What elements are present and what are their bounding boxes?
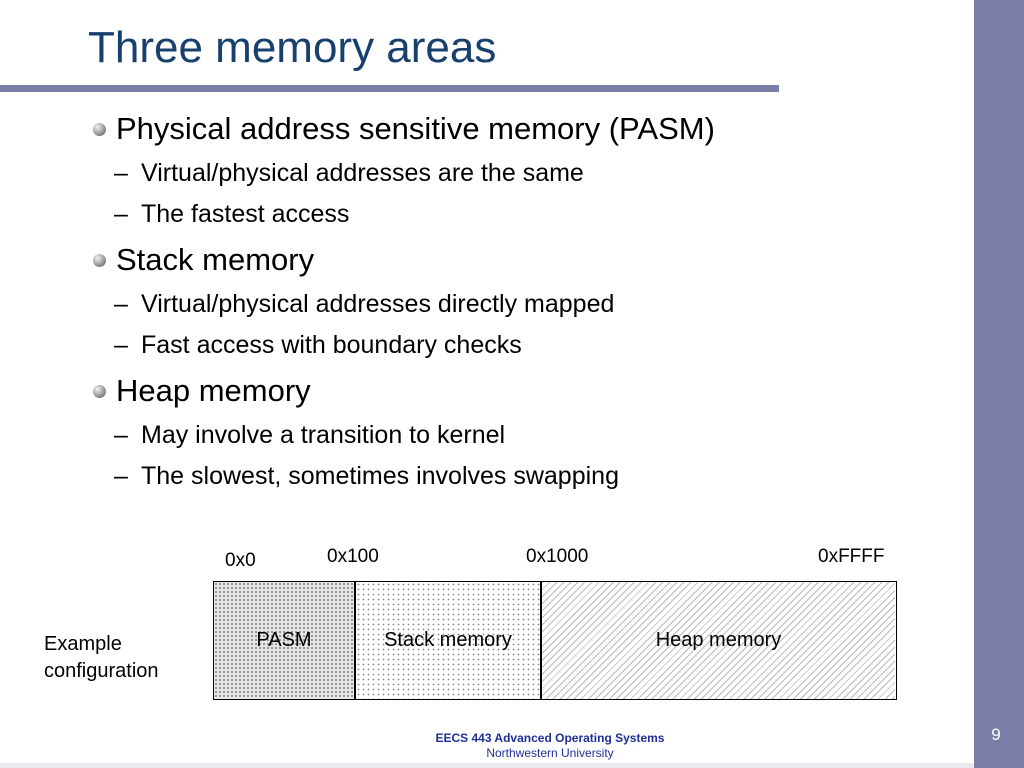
bullet-dot-icon: [93, 385, 106, 398]
side-accent-bar: [974, 0, 1024, 768]
sub-bullet-text: Fast access with boundary checks: [141, 331, 522, 359]
stack-segment: Stack memory: [356, 582, 542, 699]
address-label: 0x1000: [526, 546, 589, 567]
sub-bullet: – Fast access with boundary checks: [114, 330, 522, 360]
address-label: 0x100: [327, 546, 379, 567]
bullet-text: Stack memory: [116, 242, 315, 277]
sub-bullet: – Virtual/physical addresses are the sam…: [114, 158, 584, 188]
bullet-pasm: Physical address sensitive memory (PASM): [93, 111, 715, 147]
slide-title: Three memory areas: [88, 23, 497, 72]
bullet-dot-icon: [93, 123, 106, 136]
dash-marker: –: [114, 159, 128, 187]
segment-label: Heap memory: [655, 629, 782, 651]
sub-bullet-text: The fastest access: [141, 200, 350, 228]
address-label: 0xFFFF: [818, 546, 885, 567]
sub-bullet-text: Virtual/physical addresses directly mapp…: [141, 290, 615, 318]
sub-bullet: – The fastest access: [114, 199, 350, 229]
bottom-strip: [0, 763, 974, 768]
sub-bullet-text: The slowest, sometimes involves swapping: [141, 462, 619, 490]
sub-bullet: – May involve a transition to kernel: [114, 420, 506, 450]
dash-marker: –: [114, 200, 128, 228]
dash-marker: –: [114, 421, 128, 449]
sub-bullet-text: Virtual/physical addresses are the same: [141, 159, 584, 187]
dash-marker: –: [114, 462, 128, 490]
sub-bullet: – Virtual/physical addresses directly ma…: [114, 289, 615, 319]
footer-course: EECS 443 Advanced Operating Systems: [435, 731, 665, 745]
segment-label: Stack memory: [384, 629, 512, 651]
segment-label: PASM: [256, 629, 312, 651]
example-config-label: Example configuration: [44, 633, 159, 682]
page-number: 9: [991, 725, 1001, 744]
sub-bullet-text: May involve a transition to kernel: [141, 421, 506, 449]
address-label: 0x0: [225, 550, 256, 571]
bullet-stack: Stack memory: [93, 242, 315, 278]
sub-bullet: – The slowest, sometimes involves swappi…: [114, 461, 619, 491]
title-underline: [0, 85, 779, 92]
bullet-text: Physical address sensitive memory (PASM): [116, 111, 715, 146]
bullet-text: Heap memory: [116, 373, 311, 408]
memory-bar: PASM Stack memory Heap memory: [213, 581, 897, 700]
footer-university: Northwestern University: [486, 746, 614, 760]
dash-marker: –: [114, 331, 128, 359]
dash-marker: –: [114, 290, 128, 318]
footer: EECS 443 Advanced Operating Systems Nort…: [380, 731, 720, 761]
memory-layout-diagram: 0x0 0x100 0x1000 0xFFFF PASM Stack memor…: [44, 546, 897, 700]
pasm-segment: PASM: [214, 582, 356, 699]
bullet-dot-icon: [93, 254, 106, 267]
bullet-list: Physical address sensitive memory (PASM)…: [93, 111, 715, 491]
bullet-heap: Heap memory: [93, 373, 311, 409]
heap-segment: Heap memory: [542, 582, 895, 699]
